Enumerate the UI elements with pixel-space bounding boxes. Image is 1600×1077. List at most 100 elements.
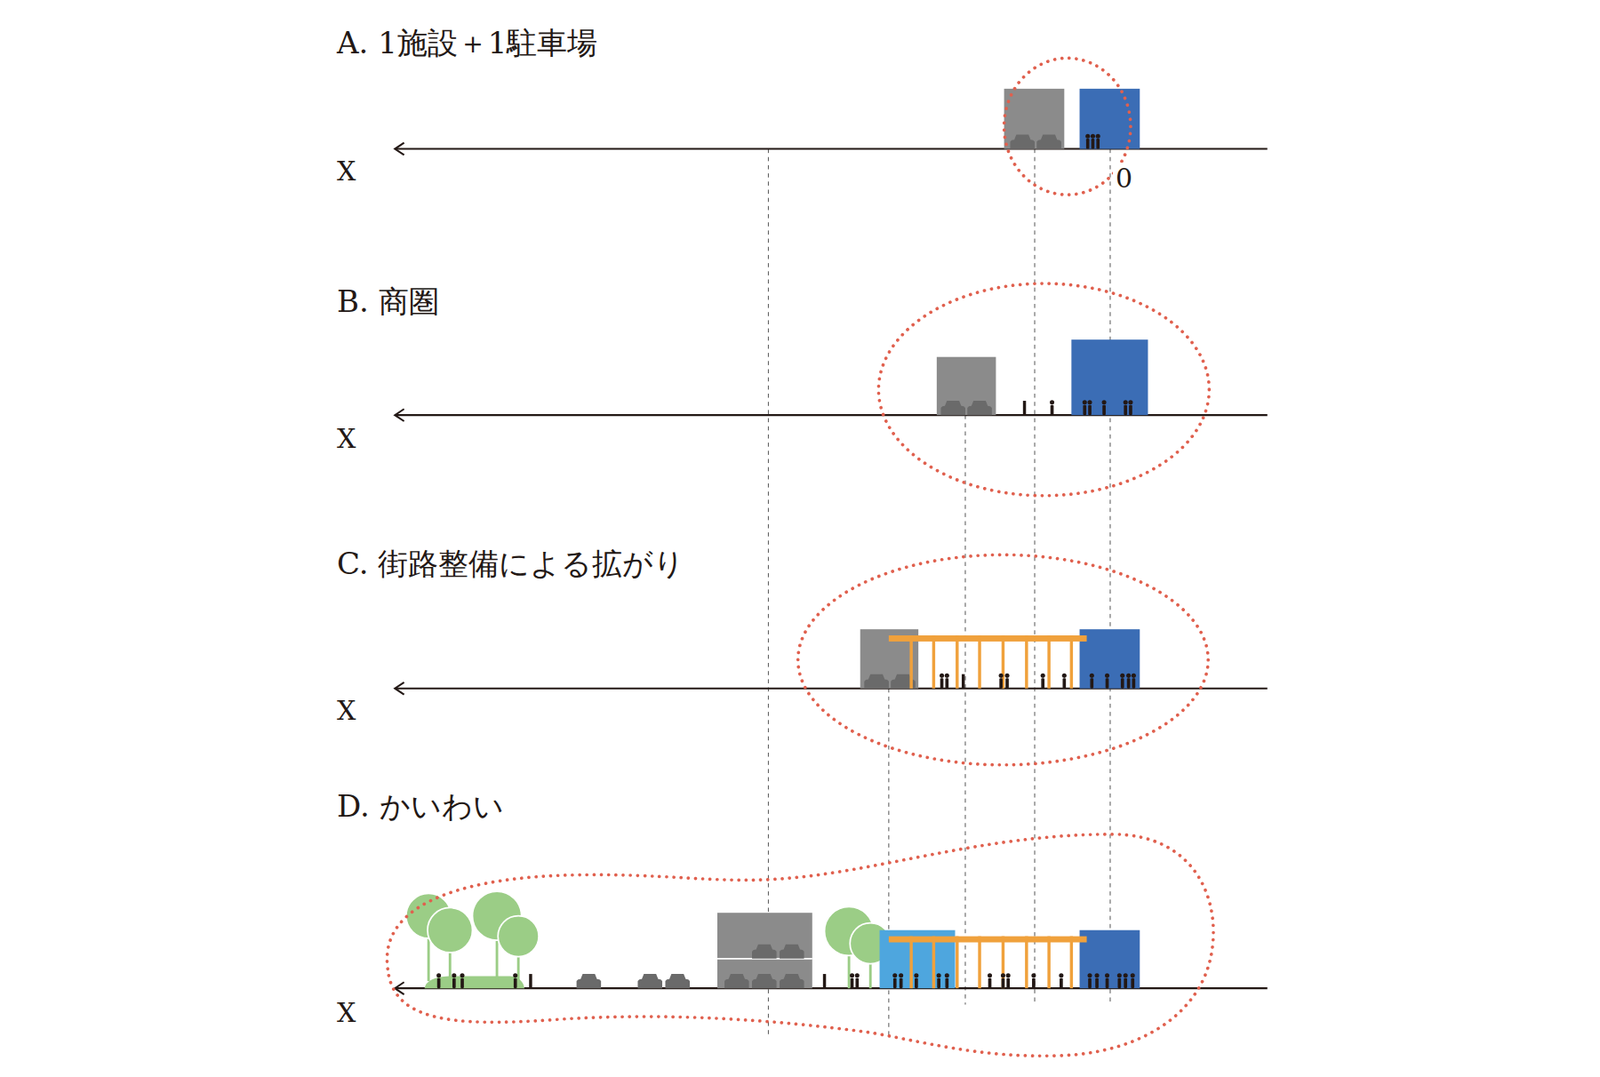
person-body (1089, 678, 1094, 688)
person-icon (892, 973, 897, 989)
person-head (436, 973, 441, 978)
person-icon (944, 973, 950, 989)
person-icon (1123, 973, 1128, 989)
person-body (855, 978, 859, 989)
axis-arrowhead (394, 982, 404, 995)
person-icon (1104, 673, 1110, 689)
person-head (1082, 400, 1088, 405)
axis-arrowhead (394, 408, 404, 422)
person-icon (512, 973, 518, 989)
person-head (1123, 400, 1128, 405)
tree-crown (497, 916, 539, 958)
car-body (1036, 135, 1062, 150)
person-body (1117, 978, 1121, 989)
person-head (1049, 400, 1055, 405)
person-icon (1095, 973, 1100, 989)
car-icon (752, 944, 777, 960)
person-icon (1104, 973, 1110, 989)
person-icon (1120, 673, 1125, 689)
person-body (1132, 678, 1136, 688)
person-body (1096, 138, 1100, 149)
car-body (967, 400, 992, 416)
person-head (987, 973, 992, 978)
person-head (451, 973, 456, 978)
guide-line (1034, 149, 1036, 1006)
person-body (1062, 678, 1066, 688)
pergola-post (1047, 936, 1050, 990)
person-icon (944, 673, 950, 689)
person-head (1087, 973, 1092, 978)
person-head (1087, 400, 1092, 405)
pergola-post (955, 936, 959, 990)
pergola-post (977, 635, 981, 689)
person-body (1005, 678, 1009, 688)
person-body (1127, 678, 1131, 688)
person-head (1089, 673, 1095, 679)
person-icon (898, 973, 904, 989)
person-icon (1089, 673, 1095, 689)
car-body (779, 944, 805, 960)
person-head (944, 973, 950, 978)
person-body (1059, 978, 1064, 989)
person-icon (1131, 673, 1136, 689)
car-body (724, 974, 750, 989)
pergola-post (1070, 635, 1073, 689)
person-head (512, 973, 518, 978)
person-icon (451, 973, 456, 989)
range-ellipse (878, 283, 1209, 496)
person-head (1131, 673, 1136, 679)
person-head (898, 973, 904, 978)
person-body (513, 978, 518, 989)
car-body (779, 974, 805, 989)
car-icon (940, 400, 966, 416)
person-body (944, 678, 949, 688)
person-body (1086, 138, 1090, 149)
person-head (1117, 973, 1122, 978)
person-body (940, 678, 944, 688)
car-icon (576, 974, 602, 989)
facility (1080, 629, 1141, 689)
person-body (999, 678, 1003, 688)
person-head (1090, 134, 1096, 139)
tree-crown (427, 907, 473, 953)
person-body (850, 978, 855, 989)
person-head (849, 973, 855, 978)
person-head (1096, 134, 1101, 139)
person-icon (855, 973, 860, 989)
person-head (1123, 973, 1128, 978)
person-head (1104, 673, 1110, 679)
person-icon (1117, 973, 1122, 989)
axis-label: X (334, 695, 359, 728)
person-head (939, 673, 944, 679)
person-head (999, 673, 1004, 679)
person-body (1091, 138, 1096, 149)
person-body (893, 978, 897, 989)
facility (1080, 930, 1141, 989)
person-icon (1006, 973, 1011, 989)
person-icon (1049, 400, 1055, 416)
axis-arrowhead (394, 682, 404, 696)
person-icon (1062, 673, 1067, 689)
person-icon (1082, 400, 1088, 416)
car-body (637, 974, 663, 989)
person-body (1006, 978, 1010, 989)
section-title: B. 商圏 (334, 283, 442, 320)
person-body (1001, 978, 1006, 989)
person-body (1120, 678, 1125, 688)
pergola-post (1070, 936, 1073, 990)
person-icon (460, 973, 465, 989)
person-body (1123, 405, 1128, 416)
person-head (460, 973, 465, 978)
car-icon (1036, 135, 1062, 150)
person-icon (1058, 973, 1064, 989)
pergola-post (1024, 936, 1028, 990)
pergola-post (1024, 635, 1028, 689)
pergola-beam (888, 936, 1088, 944)
person-head (1102, 400, 1107, 405)
car-icon (779, 974, 805, 989)
section-title: D. かいわい (334, 788, 507, 825)
person-head (1126, 673, 1131, 679)
range-ellipse (1004, 57, 1131, 195)
car-body (752, 974, 777, 989)
